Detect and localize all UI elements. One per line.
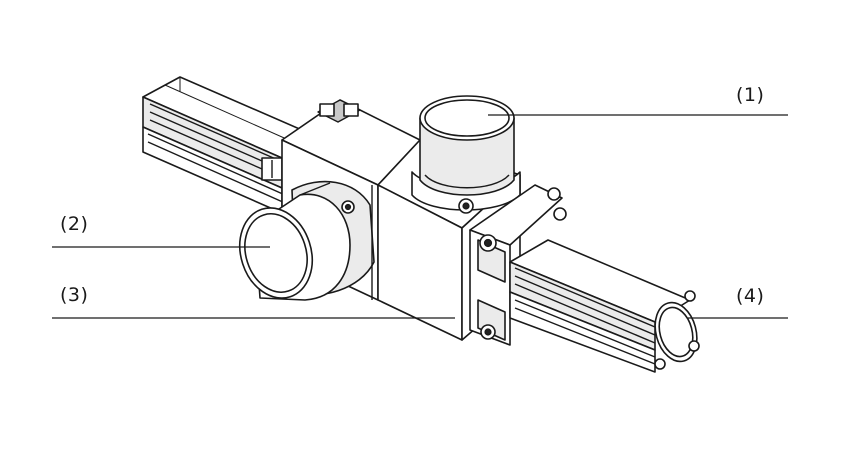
callout-label-3: (3): [60, 284, 89, 306]
right-flange-bracket: [469, 184, 567, 346]
left-actuator-cylinder: [142, 76, 319, 214]
callout-label-1: (1): [736, 84, 765, 106]
top-pipe-connector: [411, 95, 521, 214]
callout-label-2: (2): [60, 213, 89, 235]
left-pipe-connector: [239, 180, 375, 301]
right-actuator-cylinder: [509, 239, 700, 373]
callout-label-4: (4): [736, 285, 765, 307]
